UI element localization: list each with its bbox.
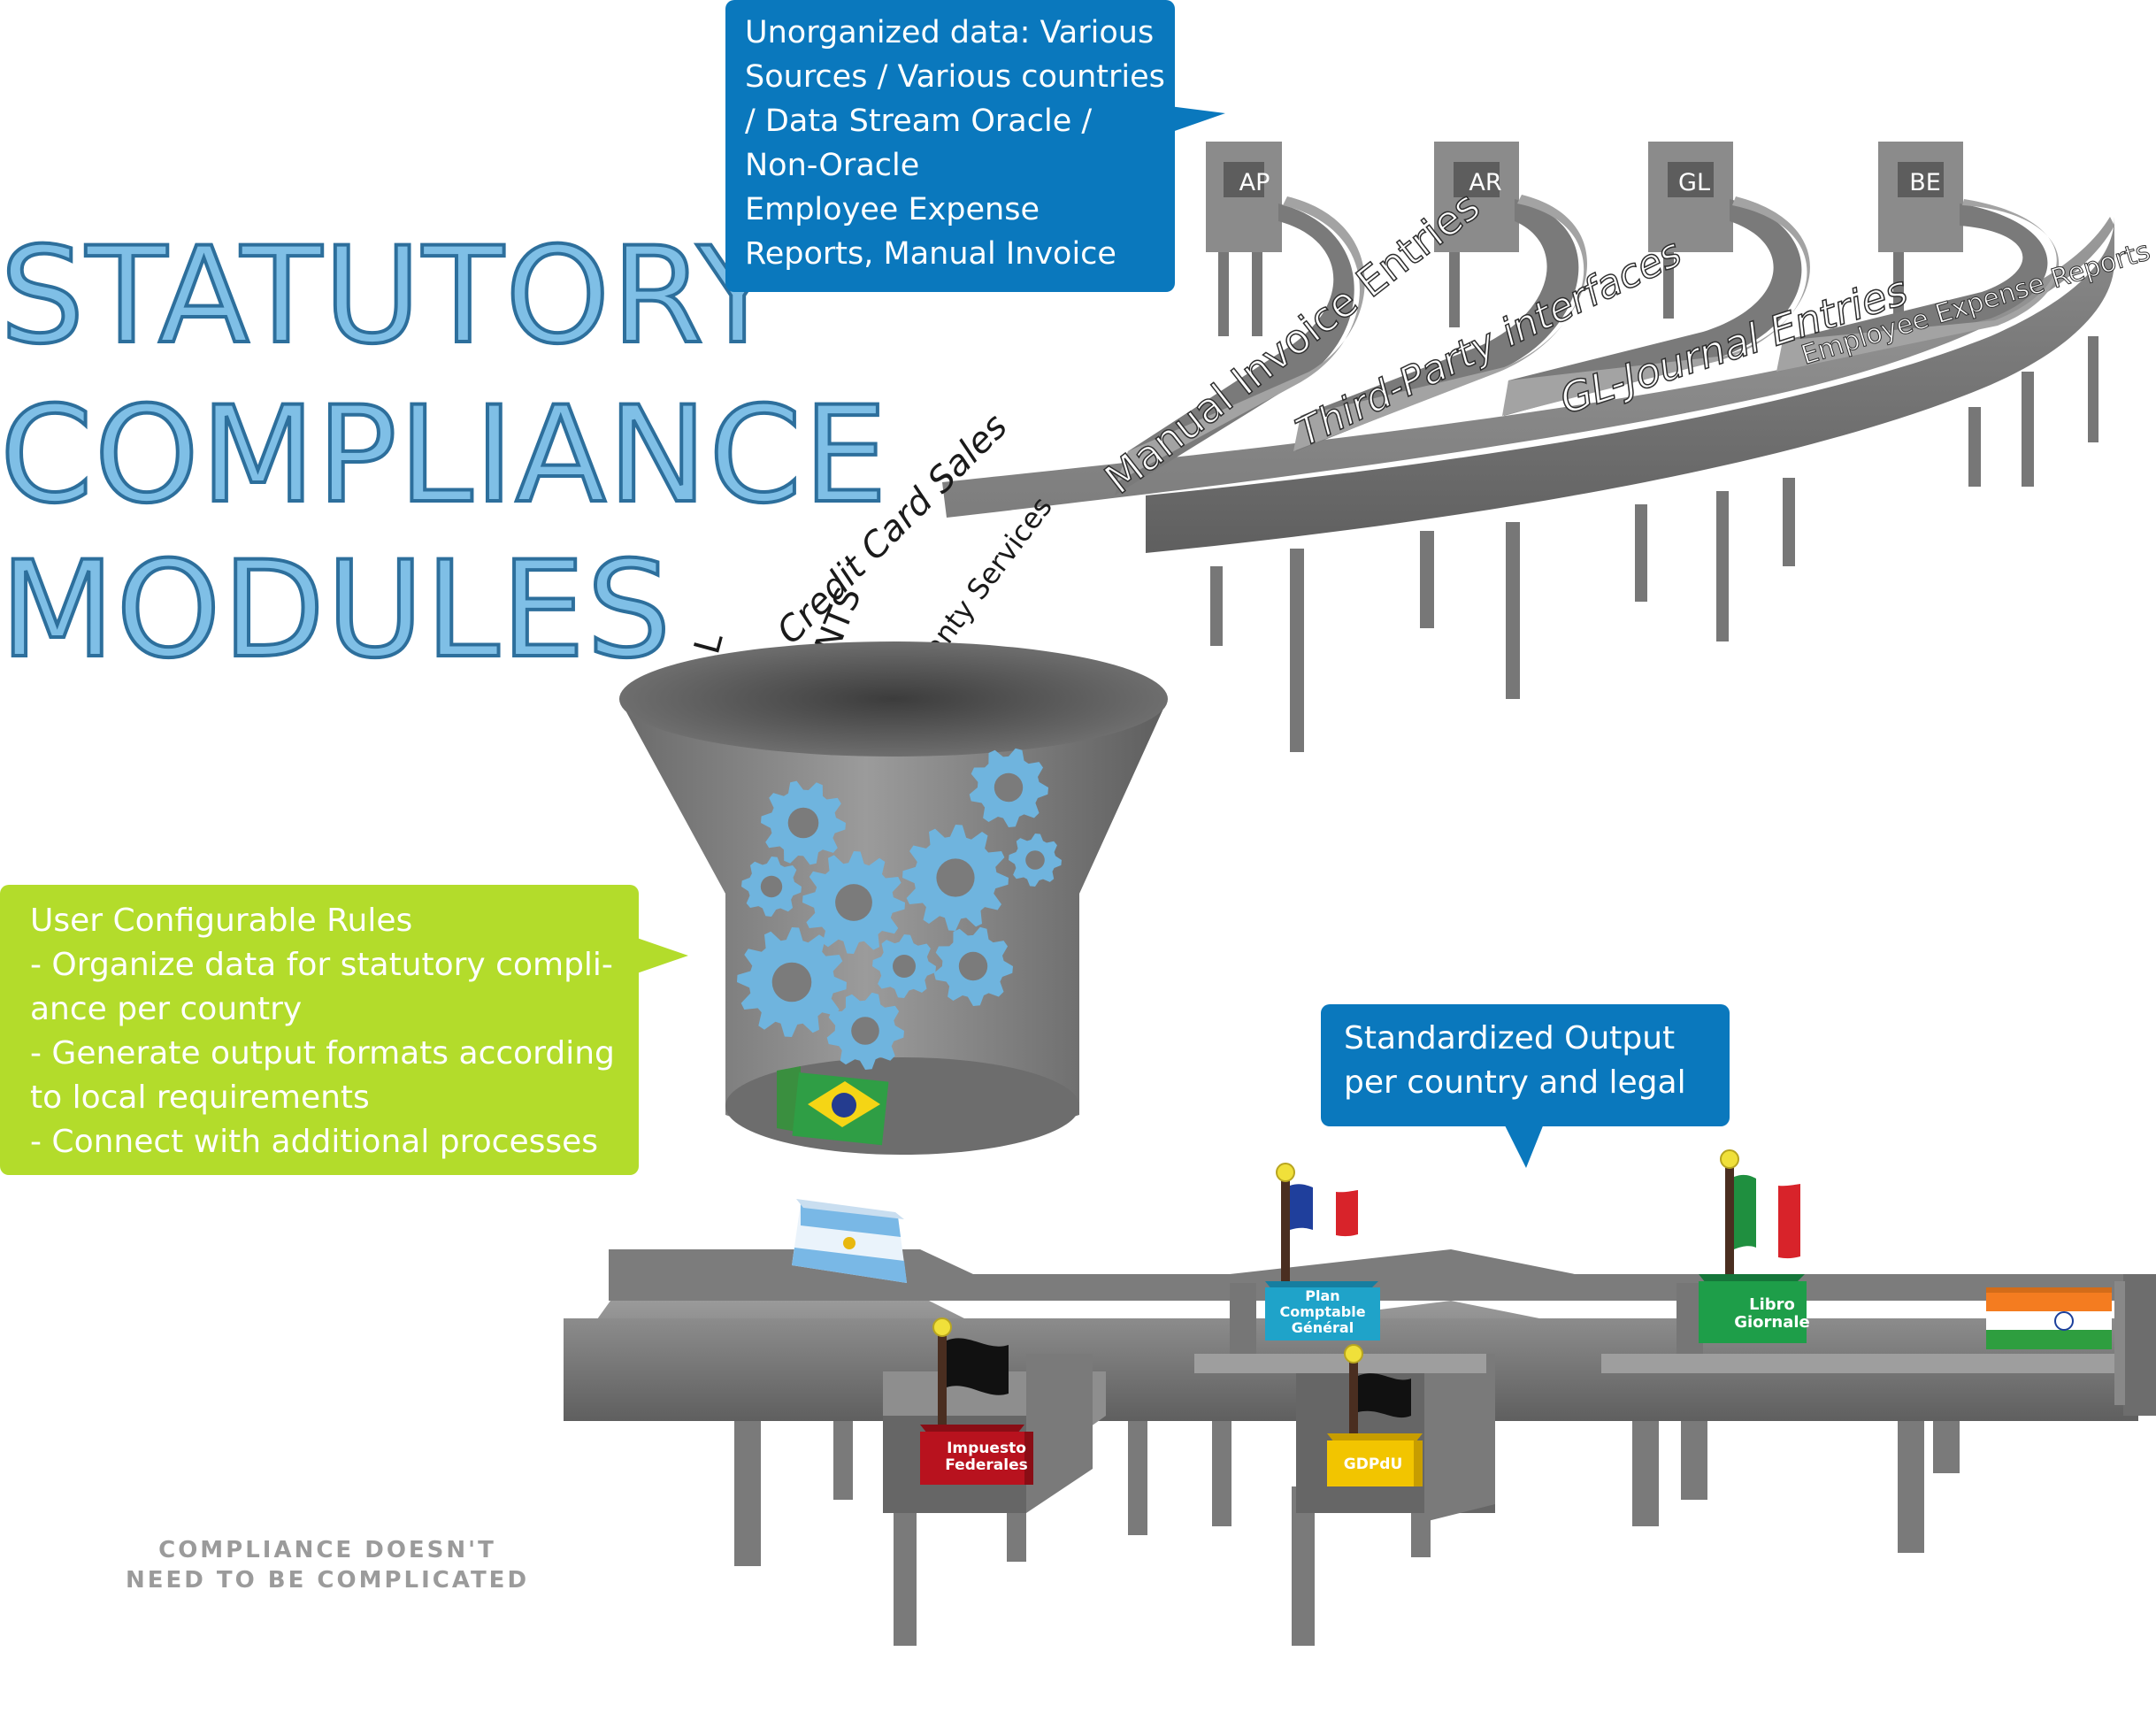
callout-line: Unorganized data: Various <box>745 15 1155 50</box>
source-label-ap: AP <box>1239 169 1270 196</box>
flag-icon <box>1358 1373 1411 1418</box>
label-giornale: Giornale <box>1734 1313 1810 1332</box>
label-impuesto: Impuesto <box>947 1440 1026 1457</box>
source-label-ar: AR <box>1469 169 1501 196</box>
argentina-box <box>792 1199 907 1283</box>
gear-hub <box>851 1017 879 1045</box>
tagline: COMPLIANCE DOESN'T NEED TO BE COMPLICATE… <box>124 1535 531 1595</box>
callout-line: - Generate output formats according <box>30 1035 615 1072</box>
gear-hub <box>760 875 783 898</box>
label-general: Général <box>1292 1319 1354 1336</box>
gear-hub <box>958 951 988 981</box>
title-line-3: MODULES <box>0 534 673 688</box>
ramp-ap <box>1115 204 1354 495</box>
callout-line: Non-Oracle <box>745 148 920 183</box>
gear-cluster <box>737 748 1062 1070</box>
callout-line: Employee Expense <box>745 192 1040 227</box>
pointer-rules <box>637 938 688 973</box>
label-comptable: Comptable <box>1279 1303 1365 1320</box>
gear-hub <box>771 962 812 1002</box>
india-box <box>1986 1287 2112 1349</box>
callout-line: / Data Stream Oracle / <box>745 104 1093 139</box>
label-libro: Libro <box>1749 1295 1795 1314</box>
gear-hub <box>994 772 1024 803</box>
output-libro-giornale: Libro Giornale <box>1699 1149 1810 1343</box>
label-federales: Federales <box>945 1456 1027 1474</box>
callout-line: per country and legal <box>1344 1064 1686 1101</box>
upper-pillars <box>1210 336 2098 752</box>
output-impuesto: Impuesto Federales <box>920 1317 1033 1485</box>
callout-line: User Configurable Rules <box>30 903 413 939</box>
callout-line: Standardized Output <box>1344 1020 1676 1056</box>
tagline-line-2: NEED TO BE COMPLICATED <box>125 1567 530 1594</box>
callout-line: - Organize data for statutory compli- <box>30 947 613 983</box>
gear-hub <box>787 807 819 839</box>
argentina-flag-icon <box>843 1237 855 1249</box>
title-line-2: COMPLIANCE <box>0 379 889 533</box>
callout-line: to local requirements <box>30 1079 370 1116</box>
flag-icon <box>947 1338 1009 1395</box>
tagline-line-1: COMPLIANCE DOESN'T <box>158 1537 496 1563</box>
india-flag-icon <box>2054 1311 2074 1331</box>
source-label-be: BE <box>1909 169 1941 196</box>
callout-unorganized-data: Unorganized data: Various Sources / Vari… <box>725 0 1175 292</box>
title-line-1: STATUTORY <box>0 219 780 373</box>
label-plan: Plan <box>1305 1287 1339 1304</box>
callout-line: ance per country <box>30 991 303 1027</box>
source-label-gl: GL <box>1678 169 1710 196</box>
ramp-be <box>1778 204 2048 372</box>
callout-line: - Connect with additional processes <box>30 1124 599 1160</box>
brazil-box <box>777 1066 889 1146</box>
pointer-unorganized <box>1170 106 1225 133</box>
pointer-output <box>1504 1124 1544 1168</box>
gear-hub <box>893 955 916 978</box>
label-gdpdu: GDPdU <box>1344 1456 1403 1473</box>
gear-hub <box>835 884 872 921</box>
output-plan-comptable: Plan Comptable Général <box>1265 1163 1380 1340</box>
gear-hub <box>936 858 975 897</box>
output-gdpdu: GDPdU <box>1327 1344 1423 1486</box>
callout-line: Sources / Various countries <box>745 59 1165 95</box>
gear-hub <box>1025 850 1045 870</box>
callout-line: Reports, Manual Invoice <box>745 236 1116 272</box>
callout-user-rules: User Configurable Rules - Organize data … <box>0 885 639 1175</box>
callout-standardized-output: Standardized Output per country and lega… <box>1321 1004 1730 1126</box>
